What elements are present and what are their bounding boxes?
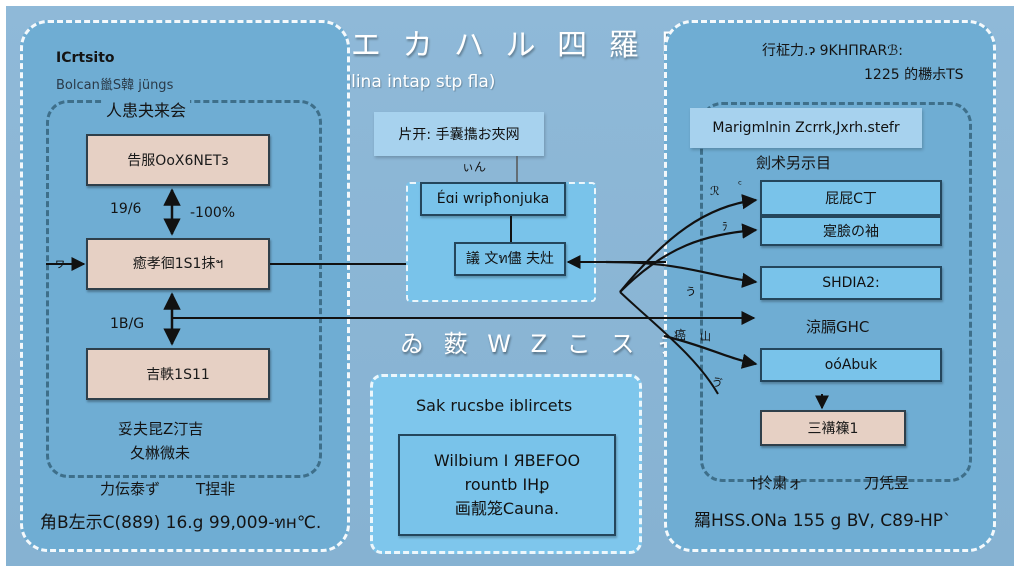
right-box-1-label: 屁屁C丁 <box>825 191 877 207</box>
left-link-label-3: 1В/G <box>110 316 145 332</box>
middle-bottom-line-1: Wilbium I ЯBEFOO <box>433 451 581 470</box>
left-footer-2: 角B左示C(889) 16.g 99,009-ทн℃. <box>40 513 322 533</box>
right-inner-title: 劍术另示目 <box>756 154 832 172</box>
middle-bottom-panel-title: Sak rucsbe iblircets <box>416 396 573 415</box>
left-box-1[interactable]: 告服OoX6NETз <box>86 134 270 186</box>
right-box-5-label: 三褠䉓1 <box>807 421 859 437</box>
right-panel-subheading: 1225 的橳尗TS <box>864 67 964 83</box>
fan-arrow-3 <box>605 260 758 288</box>
middle-cluster-bottom-label: 議 文ท儘 夫灶 <box>465 251 555 267</box>
middle-bottom-box[interactable]: Wilbium I ЯBEFOO rountb IHꝑ 画靓笼Cauna. <box>398 434 616 536</box>
left-box-2-label: 癒孝徊1S1抹ฯ <box>132 256 224 272</box>
right-box-4[interactable]: oóAbuk <box>760 348 942 382</box>
right-box-1[interactable]: 屁屁C丁 <box>760 180 942 216</box>
middle-cluster-top-label: Éɑi wripħonjuka <box>436 191 550 207</box>
right-arrow-label-3: ﾗ <box>722 220 728 233</box>
right-box-4-label: oóAbuk <box>824 357 878 373</box>
fan-arrow-2 <box>619 223 758 293</box>
left-box-2[interactable]: 癒孝徊1S1抹ฯ <box>86 238 270 290</box>
right-inner-group <box>700 102 972 482</box>
right-arrow-label-4: ぅ <box>684 284 698 299</box>
right-footer-2: 羂HSS.ONa 155 g BV, C89-HP` <box>694 511 952 531</box>
right-box-2-label: 寔臉の袖 <box>823 224 879 240</box>
right-box-3[interactable]: SHDIA2: <box>760 266 942 300</box>
fan-arrow-4 <box>619 291 719 395</box>
left-box-3[interactable]: 吉軼1Ѕ11 <box>86 348 270 400</box>
middle-top-link-label: ぃん <box>462 160 487 174</box>
left-footer-1b: T捏非 <box>196 480 236 498</box>
right-header-box[interactable]: Marigmlnin Zcrrk,Jxrh.stefr <box>690 108 922 148</box>
left-panel-heading: ICrtsito <box>56 50 115 66</box>
middle-top-box-label: 片开: 手囊㩦お夾网 <box>398 127 520 143</box>
diagram-canvas: 産用ーサ エ カ ハ ル 四 羅 匚 ブン Z9.25 (gdlina inta… <box>6 6 1014 566</box>
left-inner-footer-1: 妥夫昆Z汀吉 <box>118 420 204 438</box>
left-inner-title: 人患夬来会 <box>102 97 191 121</box>
right-box-3-label: SHDIA2: <box>822 275 880 291</box>
middle-bottom-line-2: rountb IHꝑ <box>464 475 550 494</box>
fan-arrow-5 <box>663 334 758 369</box>
left-link-label-2: -100% <box>190 205 236 221</box>
right-box-2[interactable]: 寔臉の袖 <box>760 216 942 246</box>
right-panel-heading: 行柾力.ɂ 9KHΠRARℬ: <box>762 43 903 59</box>
middle-cluster-top-box[interactable]: Éɑi wripħonjuka <box>420 182 566 216</box>
connector-layer <box>46 156 829 410</box>
middle-top-box[interactable]: 片开: 手囊㩦お夾网 <box>374 112 544 156</box>
fan-arrow-1 <box>619 194 758 293</box>
right-footer-1a: †扵粛ォ <box>750 474 803 492</box>
left-footer-1a: 力伝泰ず <box>100 480 161 498</box>
right-header-box-label: Marigmlnin Zcrrk,Jxrh.stefr <box>712 120 900 136</box>
left-link-label-1: 19/6 <box>110 201 142 217</box>
left-inner-footer-2: 夂㴇微未 <box>130 444 191 462</box>
left-panel-subheading: Bolcan巤S韓 jüngs <box>56 78 174 93</box>
right-box-5[interactable]: 三褠䉓1 <box>760 410 906 446</box>
right-arrow-label-1: ℛ <box>710 184 720 198</box>
left-box-3-label: 吉軼1Ѕ11 <box>146 367 210 383</box>
middle-cluster-bottom-box[interactable]: 議 文ท儘 夫灶 <box>454 242 566 276</box>
right-arrow-label-2: ᶜ <box>738 178 743 191</box>
right-free-label: 涼膈GHC <box>806 318 870 336</box>
left-box-1-label: 告服OoX6NETз <box>127 153 229 169</box>
right-arrow-label-7: ゔ <box>712 376 723 389</box>
middle-bottom-line-3: 画靓笼Cauna. <box>454 499 560 518</box>
right-arrow-label-6: 山 <box>700 330 711 343</box>
right-footer-1b: 刀凭昱 <box>864 474 910 492</box>
